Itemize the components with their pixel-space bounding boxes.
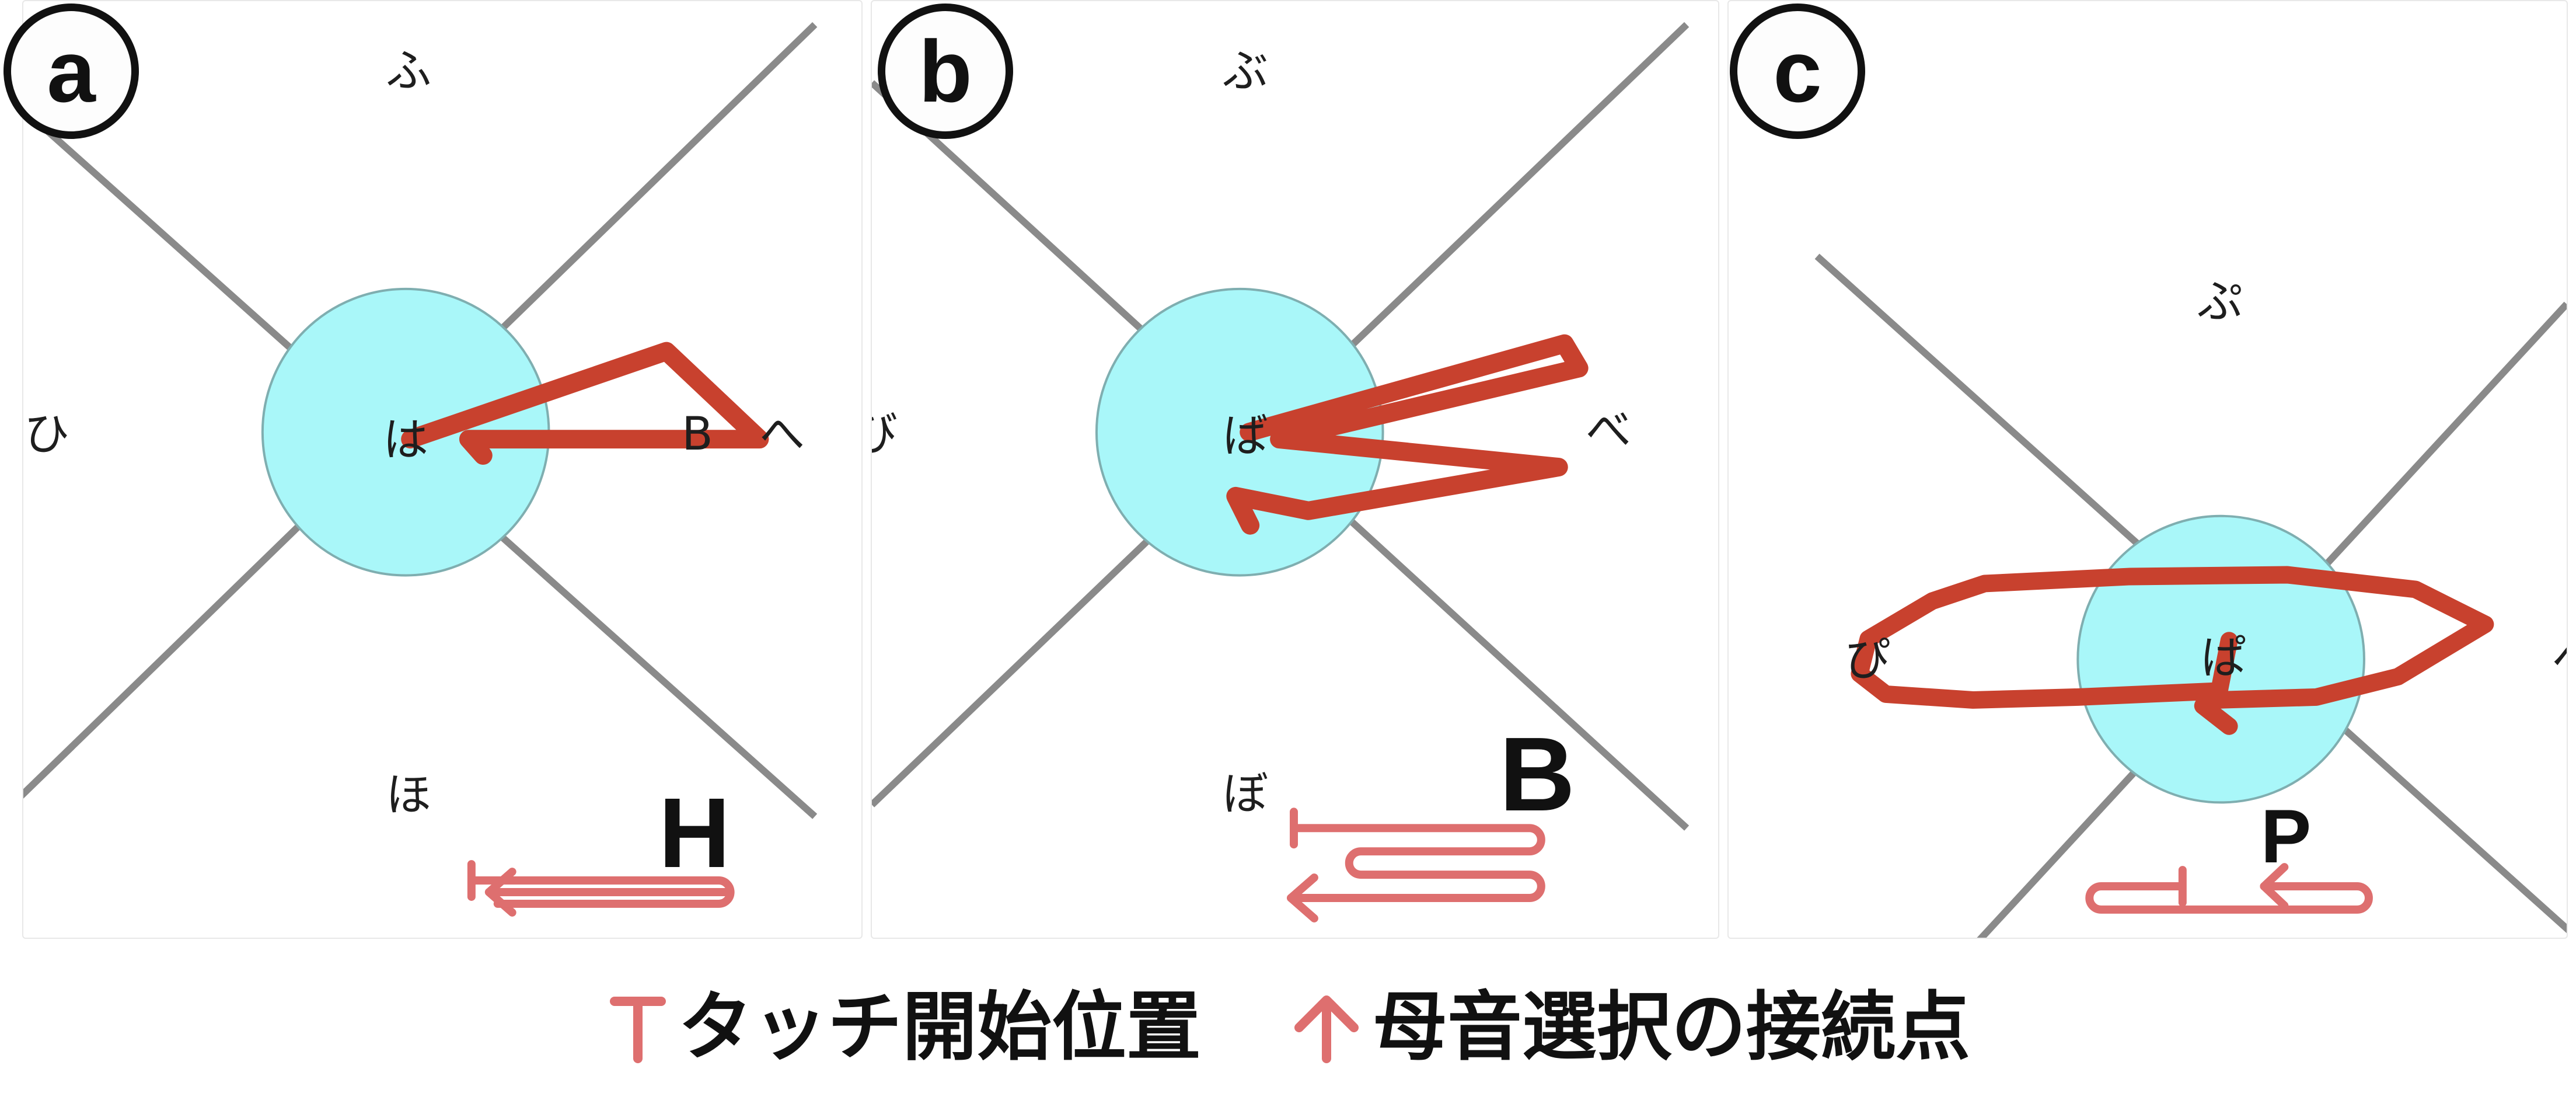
up-arrow-icon bbox=[1294, 995, 1359, 1063]
legend: タッチ開始位置 母音選択の接続点 bbox=[0, 969, 2576, 1086]
gesture-stroke bbox=[401, 342, 769, 465]
kana-left: ひ bbox=[23, 408, 70, 461]
panel-a: ふ ひ は B へ ほ H bbox=[22, 0, 863, 939]
gesture-stroke bbox=[1851, 566, 2494, 735]
panel-label-a: a bbox=[4, 4, 139, 139]
stroke-overlay-letter: B bbox=[682, 408, 713, 461]
legend-vowel-connection: 母音選択の接続点 bbox=[1289, 990, 1970, 1066]
gesture-path-icon bbox=[467, 860, 735, 908]
gesture-path-icon bbox=[1287, 807, 1545, 902]
legend-touch-start: タッチ開始位置 bbox=[606, 990, 1201, 1066]
kana-top: ぷ bbox=[2197, 276, 2243, 328]
consonant-letter: P bbox=[2260, 793, 2312, 879]
panel-b-canvas bbox=[872, 22, 1690, 922]
kana-bottom: ぼ bbox=[1222, 768, 1269, 820]
panel-b: ぶ び ば べ ぼ B bbox=[871, 0, 1719, 939]
gesture-path-icon bbox=[2085, 866, 2373, 914]
panel-label-b: b bbox=[878, 4, 1013, 139]
legend-touch-start-label: タッチ開始位置 bbox=[678, 984, 1201, 1071]
panel-a-canvas bbox=[23, 22, 818, 917]
kana-center: ぱ bbox=[2200, 632, 2247, 684]
t-bar-icon bbox=[609, 997, 666, 1063]
panel-label-c: c bbox=[1730, 4, 1865, 139]
kana-left: ぴ bbox=[1844, 633, 1891, 686]
kana-bottom: ほ bbox=[385, 769, 432, 821]
kana-left: び bbox=[872, 412, 898, 457]
kana-top: ぶ bbox=[1222, 45, 1269, 98]
gesture-stroke bbox=[1226, 334, 1589, 535]
panel-c-canvas bbox=[1814, 253, 2567, 938]
gesture-arrow-icon bbox=[2260, 863, 2289, 910]
kana-right: ぺ bbox=[2552, 635, 2567, 681]
kana-center: は bbox=[382, 414, 429, 467]
kana-top: ふ bbox=[385, 45, 432, 98]
kana-right: へ bbox=[759, 408, 805, 461]
gesture-arrow-icon bbox=[1287, 873, 1318, 922]
legend-vowel-connection-label: 母音選択の接続点 bbox=[1373, 984, 1971, 1071]
kana-center: ば bbox=[1222, 410, 1269, 462]
kana-right: べ bbox=[1585, 404, 1632, 457]
consonant-letter: B bbox=[1499, 716, 1575, 833]
consonant-letter: H bbox=[658, 778, 731, 889]
panel-c: ぷ ぴ ぱ ぺ P bbox=[1727, 0, 2568, 939]
